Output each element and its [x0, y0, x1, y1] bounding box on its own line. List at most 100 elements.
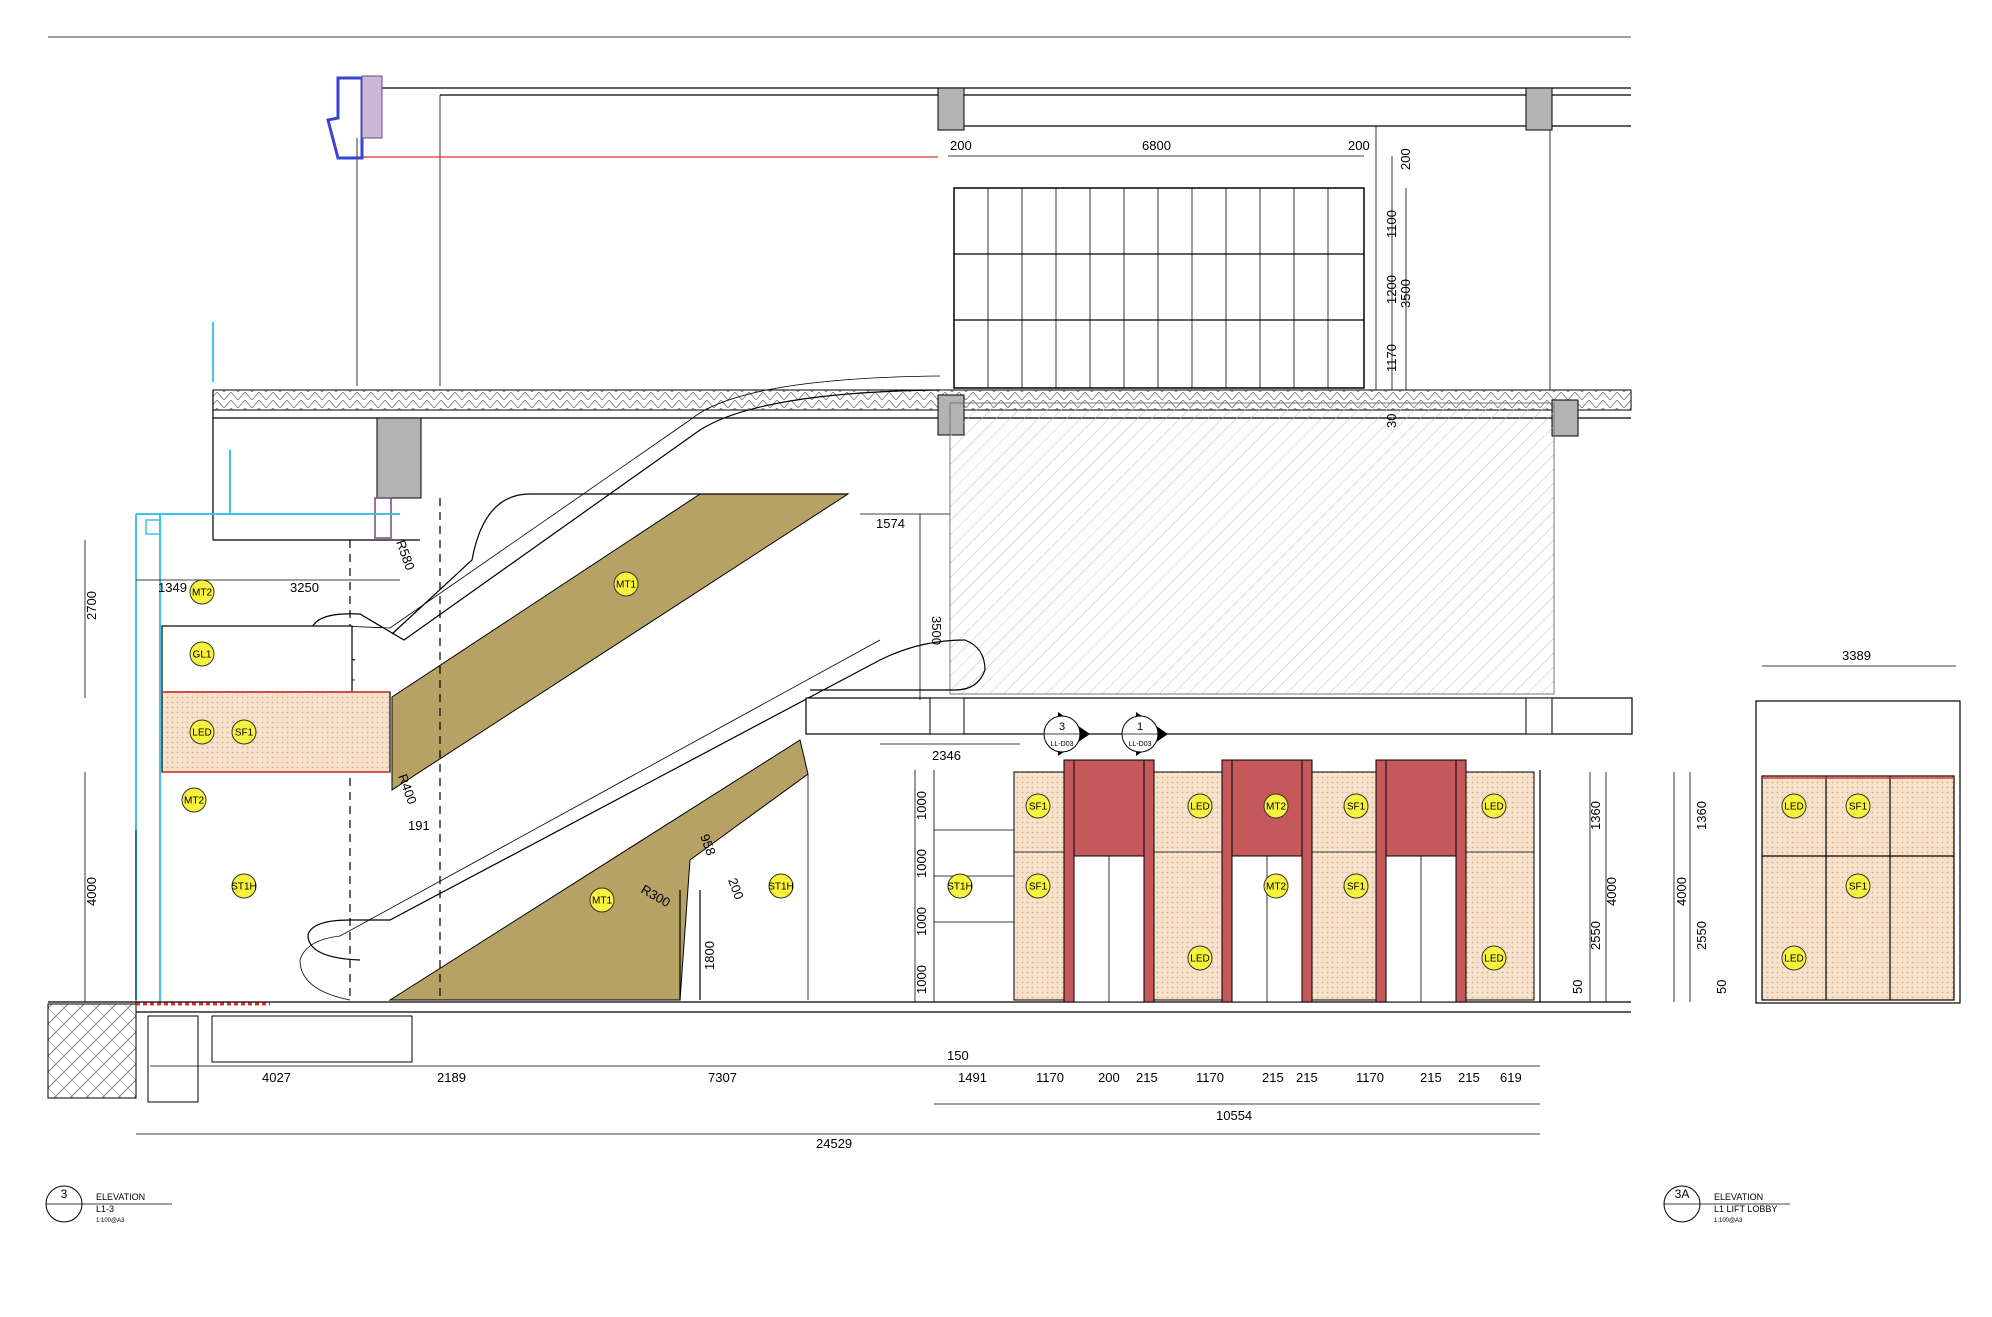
- material-tag-sf1: SF1: [1343, 793, 1369, 819]
- dim-150: 150: [947, 1048, 969, 1063]
- dim-958: 958: [697, 832, 719, 858]
- dim-1000c: 1000: [914, 907, 929, 936]
- dim-3250: 3250: [290, 580, 319, 595]
- material-tag-st1h: ST1H: [768, 873, 794, 899]
- section-marker-3-sheet: LL-D03: [1051, 741, 1074, 748]
- dim-3a-1360: 1360: [1694, 801, 1709, 830]
- material-tag-sf1: SF1: [1343, 873, 1369, 899]
- svg-text:LED: LED: [1190, 802, 1209, 813]
- material-tag-mt2: MT2: [1263, 873, 1289, 899]
- svg-text:LED: LED: [1190, 954, 1209, 965]
- void-hatch-area: [949, 402, 1555, 695]
- svg-text:ST1H: ST1H: [768, 882, 794, 893]
- svg-text:MT2: MT2: [192, 588, 212, 599]
- ref-number-3: 3: [61, 1187, 68, 1201]
- dim-left-2700: 2700: [84, 591, 99, 620]
- svg-text:SF1: SF1: [1029, 882, 1048, 893]
- svg-text:ST1H: ST1H: [947, 882, 973, 893]
- section-marker-3-number: 3: [1059, 721, 1065, 733]
- title-3: ELEVATION: [96, 1192, 145, 1202]
- dim-191: 191: [408, 818, 430, 833]
- dim-7307: 7307: [708, 1070, 737, 1085]
- dim-1800: 1800: [702, 941, 717, 970]
- dim-right-1170: 1170: [1384, 344, 1399, 372]
- dim-3a-50: 50: [1714, 980, 1729, 994]
- dim-3a-4000: 4000: [1674, 877, 1689, 906]
- dim-top-6800: 6800: [1142, 138, 1171, 153]
- svg-text:MT2: MT2: [1266, 802, 1286, 813]
- material-tag-3a-sf1: SF1: [1845, 873, 1871, 899]
- dim-215b: 215: [1262, 1070, 1284, 1085]
- section-marker-1[interactable]: 1LL-D03: [1121, 712, 1168, 756]
- dim-1349: 1349: [158, 580, 187, 595]
- material-tag-mt2: MT2: [1263, 793, 1289, 819]
- dim-1170a: 1170: [1036, 1070, 1064, 1085]
- dim-3500-mid: 3500: [929, 616, 944, 645]
- material-tag-mt2: MT2: [181, 787, 207, 813]
- material-tag-3a-sf1: SF1: [1845, 793, 1871, 819]
- material-tag-3a-led: LED: [1781, 945, 1807, 971]
- dim-right-1200: 1200: [1384, 275, 1399, 304]
- dim-619: 619: [1500, 1070, 1522, 1085]
- material-tag-gl1: GL1: [189, 641, 215, 667]
- svg-text:SF1: SF1: [1849, 882, 1868, 893]
- dim-1491: 1491: [958, 1070, 987, 1085]
- dim-215a: 215: [1136, 1070, 1158, 1085]
- scale-3: 1:100@A3: [96, 1218, 125, 1224]
- svg-text:LED: LED: [192, 728, 211, 739]
- title-block-3: 3 ELEVATION L1-3 1:100@A3: [45, 1185, 172, 1224]
- dim-200-esc: 200: [725, 876, 747, 902]
- dim-2346: 2346: [932, 748, 961, 763]
- glass-balustrade-panels: [953, 187, 1365, 389]
- svg-text:SF1: SF1: [1029, 802, 1048, 813]
- svg-text:GL1: GL1: [193, 650, 212, 661]
- section-marker-3[interactable]: 3LL-D03: [1043, 712, 1090, 756]
- material-tag-3a-led: LED: [1781, 793, 1807, 819]
- dim-215e: 215: [1458, 1070, 1480, 1085]
- dim-24529: 24529: [816, 1136, 852, 1151]
- svg-text:SF1: SF1: [235, 728, 254, 739]
- dim-200: 200: [1098, 1070, 1120, 1085]
- left-bulkhead: [135, 625, 391, 1000]
- material-tag-mt1: MT1: [589, 887, 615, 913]
- material-tag-sf1: SF1: [231, 719, 257, 745]
- radius-r580: R580: [393, 538, 418, 572]
- dim-1000a: 1000: [914, 791, 929, 820]
- material-tag-sf1: SF1: [1025, 793, 1051, 819]
- material-tag-st1h: ST1H: [947, 873, 973, 899]
- section-marker-1-sheet: LL-D03: [1129, 741, 1152, 748]
- dim-215c: 215: [1296, 1070, 1318, 1085]
- material-tag-sf1: SF1: [1025, 873, 1051, 899]
- dim-1000d: 1000: [914, 965, 929, 994]
- dim-top-200b: 200: [1348, 138, 1370, 153]
- dim-left-4000: 4000: [84, 877, 99, 906]
- dim-right-30: 30: [1384, 414, 1399, 428]
- radius-r400: R400: [395, 772, 420, 806]
- dim-3389: 3389: [1842, 648, 1871, 663]
- section-marker-1-number: 1: [1137, 721, 1143, 733]
- lower-escalator: [299, 639, 986, 1001]
- lift-car-1: [1063, 759, 1155, 1003]
- dim-right-4000: 4000: [1604, 877, 1619, 906]
- facade-profile: [326, 75, 383, 160]
- svg-text:SF1: SF1: [1347, 882, 1366, 893]
- svg-text:MT2: MT2: [184, 796, 204, 807]
- ground-floor: [47, 1001, 1631, 1103]
- svg-text:MT1: MT1: [592, 896, 612, 907]
- title-3a: ELEVATION: [1714, 1192, 1763, 1202]
- svg-text:MT2: MT2: [1266, 882, 1286, 893]
- material-tag-led: LED: [1481, 945, 1507, 971]
- panel-verticals: [987, 188, 1329, 388]
- svg-text:SF1: SF1: [1347, 802, 1366, 813]
- dim-right-1100: 1100: [1384, 210, 1399, 238]
- dim-4027: 4027: [262, 1070, 291, 1085]
- svg-text:LED: LED: [1484, 954, 1503, 965]
- dimension-lines: [84, 155, 1956, 1135]
- subtitle-3a: L1 LIFT LOBBY: [1714, 1204, 1777, 1214]
- dim-3a-2550: 2550: [1694, 921, 1709, 950]
- svg-text:LED: LED: [1784, 802, 1803, 813]
- material-tag-led: LED: [1187, 945, 1213, 971]
- svg-text:SF1: SF1: [1849, 802, 1868, 813]
- dim-2189: 2189: [437, 1070, 466, 1085]
